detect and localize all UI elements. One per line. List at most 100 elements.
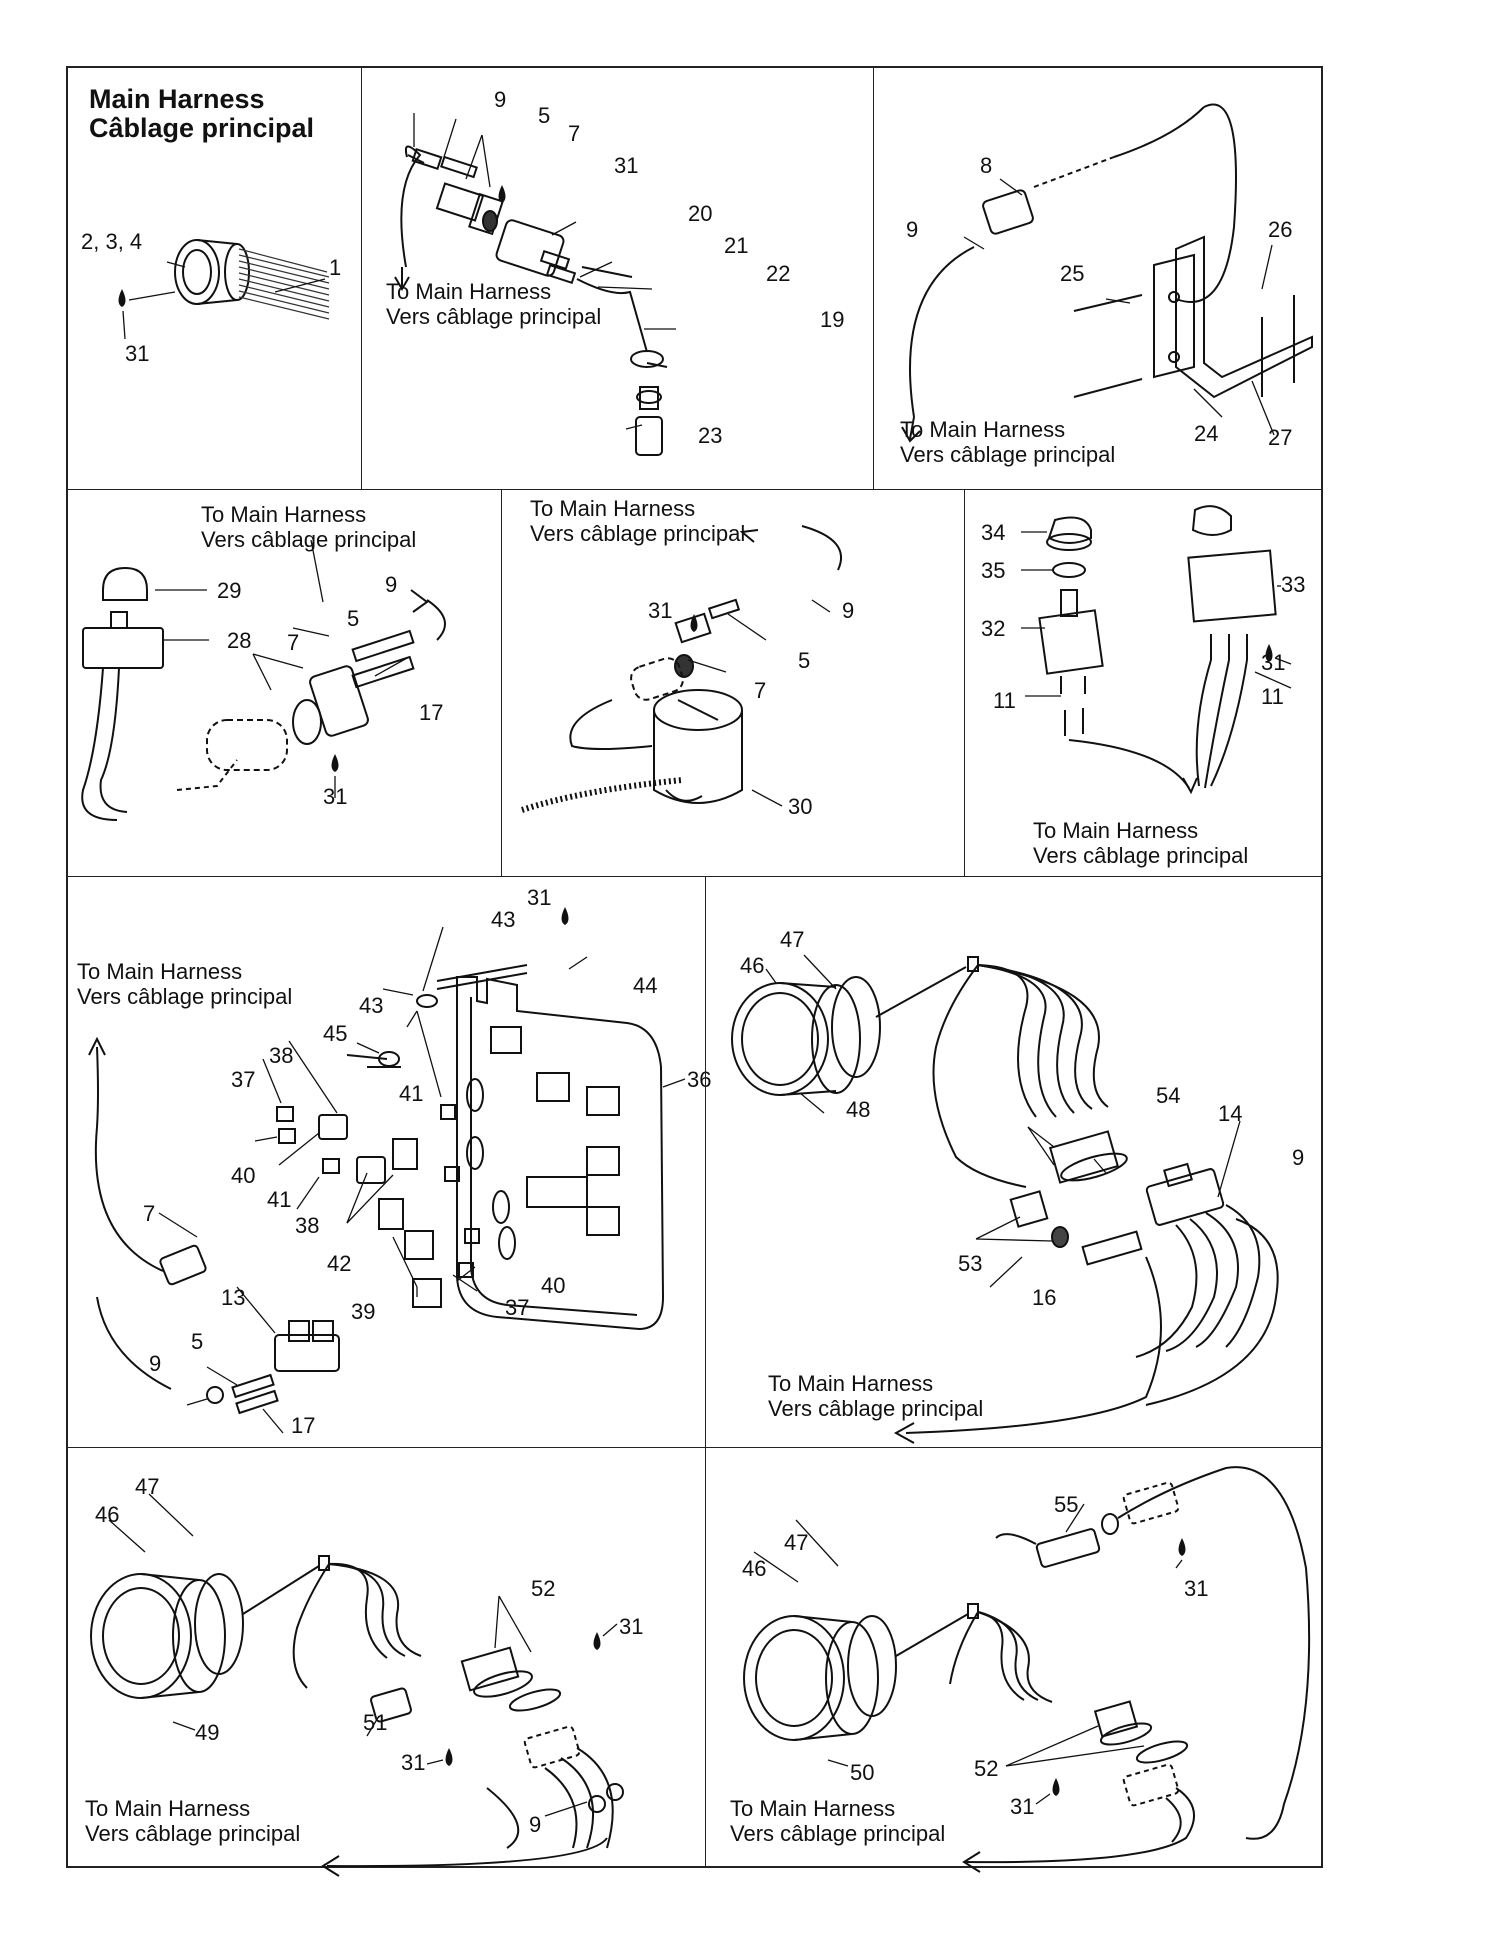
pump-assembly-drawing: [521, 525, 843, 813]
part-label: 2, 3, 4: [81, 229, 143, 254]
oil-drop-icon: [1178, 1538, 1186, 1556]
part-label: 7: [143, 1201, 156, 1226]
arrow-icon: [394, 267, 410, 291]
part-label: 43: [359, 993, 384, 1018]
caption-fr: Vers câblage principal: [768, 1396, 984, 1421]
gauge-harness-c-drawing: [743, 1466, 1311, 1873]
part-label: 49: [195, 1720, 220, 1745]
part-label: 51: [363, 1710, 388, 1735]
part-label: 31: [619, 1614, 644, 1639]
part-label: 34: [981, 520, 1006, 545]
arrow-icon: [901, 416, 921, 443]
caption-fr: Vers câblage principal: [386, 304, 602, 329]
part-label: 47: [780, 927, 805, 952]
oil-drop-icon: [561, 907, 569, 925]
caption-fr: Vers câblage principal: [730, 1821, 946, 1846]
caption-en: To Main Harness: [768, 1371, 934, 1396]
part-label: 9: [149, 1351, 162, 1376]
part-label: 7: [568, 121, 581, 146]
part-label: 23: [698, 423, 723, 448]
part-label: 35: [981, 558, 1006, 583]
caption-en: To Main Harness: [730, 1796, 896, 1821]
part-label: 17: [419, 700, 444, 725]
part-label: 41: [399, 1081, 424, 1106]
panel-pump-connector: 31 9 5 7 30 To Main Harness Vers câblage…: [501, 489, 965, 877]
caption-fr: Vers câblage principal: [530, 521, 746, 546]
panel-relay-connector: 34 35 33 32 31 11 11 To Main Harness Ver…: [964, 489, 1323, 877]
part-label: 25: [1060, 261, 1085, 286]
panel-gauge-harness-a: 47 46 48 54 14 9 53 16 To Main Harness V…: [705, 876, 1323, 1448]
part-label: 29: [217, 578, 242, 603]
part-label: 37: [505, 1295, 530, 1320]
part-label: 52: [531, 1576, 556, 1601]
oil-drop-icon: [1265, 644, 1273, 662]
part-label: 1: [329, 255, 342, 280]
part-label: 39: [351, 1299, 376, 1324]
part-label: 46: [742, 1556, 767, 1581]
gauge-harness-b-drawing: [90, 1493, 624, 1877]
part-label: 43: [491, 907, 516, 932]
panel-main-harness-connector: Main Harness Câblage principal 2, 3, 4 1…: [66, 66, 362, 490]
part-label: 40: [541, 1273, 566, 1298]
part-label: 9: [842, 598, 855, 623]
caption-en: To Main Harness: [1033, 818, 1199, 843]
diagram-title-en: Main Harness: [89, 84, 265, 114]
oil-drop-icon: [445, 1748, 453, 1766]
part-label: 8: [980, 153, 993, 178]
part-label: 31: [401, 1750, 426, 1775]
part-label: 38: [295, 1213, 320, 1238]
part-label: 24: [1194, 421, 1219, 446]
part-label: 9: [906, 217, 919, 242]
part-label: 31: [323, 784, 348, 809]
part-label: 52: [974, 1756, 999, 1781]
arrow-icon: [88, 1036, 106, 1056]
part-label: 11: [1261, 684, 1284, 709]
part-label: 32: [981, 616, 1006, 641]
panel-gauge-harness-b: 47 46 52 31 49 51 31 9 To Main Harness V…: [66, 1447, 706, 1877]
part-label: 20: [688, 201, 713, 226]
arrow-icon: [739, 529, 759, 543]
part-label: 28: [227, 628, 252, 653]
part-label: 48: [846, 1097, 871, 1122]
part-label: 31: [527, 885, 552, 910]
caption-en: To Main Harness: [386, 279, 552, 304]
part-label: 21: [724, 233, 749, 258]
oil-drop-icon: [690, 614, 698, 632]
gauge-harness-a-drawing: [731, 954, 1279, 1444]
part-label: 31: [1184, 1576, 1209, 1601]
part-label: 17: [291, 1413, 316, 1438]
part-label: 9: [529, 1812, 542, 1837]
bracket-assembly-drawing: [901, 103, 1313, 443]
caption-fr: Vers câblage principal: [77, 984, 293, 1009]
part-label: 16: [1032, 1285, 1057, 1310]
part-label: 5: [191, 1329, 204, 1354]
arrow-icon: [1182, 777, 1198, 795]
part-label: 46: [740, 953, 765, 978]
panel-switch-connector: 29 9 28 5 7 17 31 To Main Harness Vers c…: [66, 489, 502, 877]
caption-fr: Vers câblage principal: [85, 1821, 301, 1846]
sensor-assembly-drawing: [394, 113, 676, 456]
oil-drop-icon: [118, 289, 126, 307]
arrow-icon: [893, 1422, 915, 1444]
part-label: 27: [1268, 425, 1293, 450]
part-label: 11: [993, 688, 1016, 713]
panel-fuse-box: 31 43 44 43 45 36 38 37 41 40 41 38 7 42…: [66, 876, 711, 1448]
caption-fr: Vers câblage principal: [900, 442, 1116, 467]
part-label: 31: [1261, 650, 1286, 675]
part-label: 7: [287, 630, 300, 655]
caption-en: To Main Harness: [530, 496, 696, 521]
part-label: 55: [1054, 1492, 1079, 1517]
part-label: 13: [221, 1285, 246, 1310]
relay-assembly-drawing: [1021, 505, 1292, 795]
part-label: 44: [633, 973, 658, 998]
part-label: 37: [231, 1067, 256, 1092]
part-label: 38: [269, 1043, 294, 1068]
part-label: 5: [798, 648, 811, 673]
oil-drop-icon: [1052, 1778, 1060, 1796]
arrow-icon: [321, 1855, 340, 1877]
diagram-title-fr: Câblage principal: [89, 113, 315, 143]
part-label: 33: [1281, 572, 1306, 597]
part-label: 41: [267, 1187, 292, 1212]
part-label: 5: [538, 103, 551, 128]
caption-fr: Vers câblage principal: [1033, 843, 1249, 868]
